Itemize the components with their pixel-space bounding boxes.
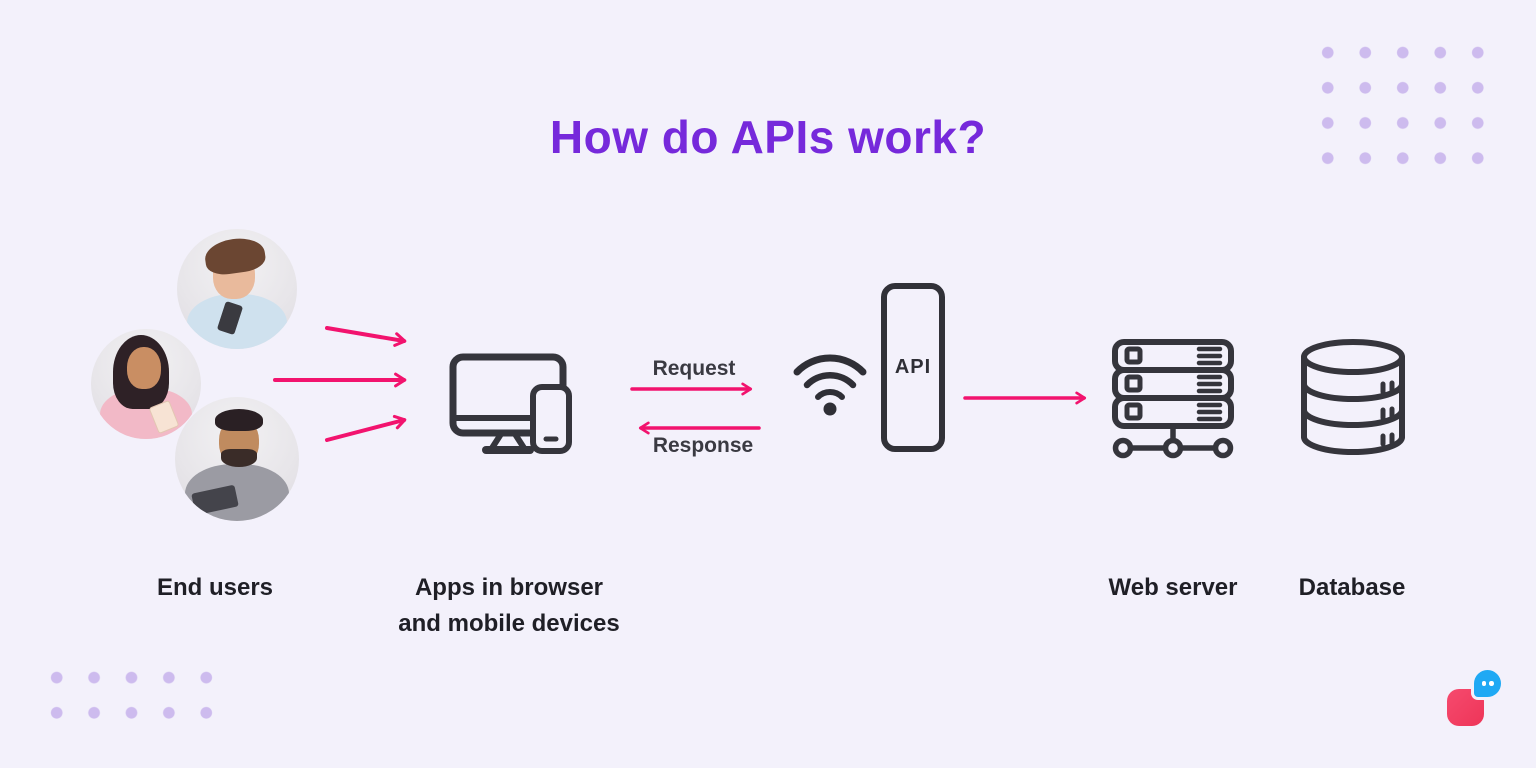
avatar-beard [221,449,257,467]
dot-grid-bottom-left [38,660,225,731]
avatar-hair [215,409,263,431]
arrow-user1-to-app [325,326,407,347]
wifi-icon [793,354,867,416]
avatar-head [127,347,161,389]
apps-label: Apps in browser and mobile devices [398,574,619,638]
web-server-label: Web server [1108,574,1238,601]
page-title: How do APIs work? [549,111,987,163]
brand-logo-chat-bubble-icon [1474,670,1501,697]
apps-label-line2: and mobile devices [398,610,620,637]
server-icon [1112,339,1234,459]
api-box: API [881,283,945,452]
end-user-avatar-1 [177,229,297,349]
arrow-user3-to-app [325,414,407,442]
request-label: Request [652,357,736,380]
response-label: Response [652,434,754,457]
end-user-avatar-3 [175,397,299,521]
apps-label-line1: Apps in browser [414,574,604,601]
api-label: API [894,356,932,378]
database-icon [1301,339,1405,455]
end-users-label: End users [156,574,274,601]
database-label: Database [1298,574,1406,601]
monitor-phone-icon [449,353,572,454]
end-user-avatar-2 [91,329,201,439]
dot-grid-top-right [1309,35,1497,176]
